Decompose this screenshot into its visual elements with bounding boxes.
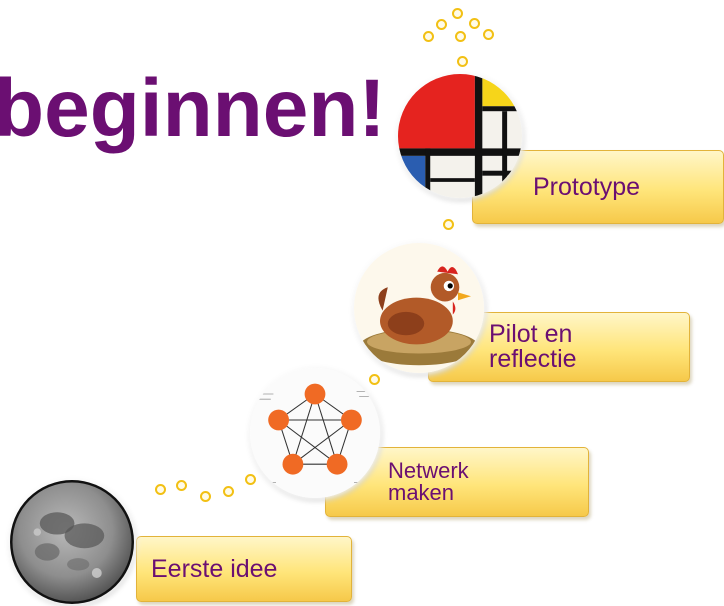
path-dot (155, 484, 166, 495)
stage-label-text: Prototype (533, 172, 641, 201)
path-dot (455, 31, 466, 42)
path-dot (436, 19, 447, 30)
path-dot (200, 491, 211, 502)
mondrian-painting-image (398, 74, 522, 198)
stage-label-eerste-idee: Eerste idee (136, 536, 352, 602)
hen-on-nest-image (354, 243, 484, 373)
stage-label-text: Netwerk maken (388, 458, 469, 505)
path-dot (443, 219, 454, 230)
path-dot (452, 8, 463, 19)
path-dot (223, 486, 234, 497)
moon-image (10, 480, 134, 604)
stage-label-text: Pilot en reflectie (489, 320, 577, 373)
slide-title: beginnen! (0, 63, 386, 154)
path-dot (245, 474, 256, 485)
stage-label-text: Eerste idee (151, 554, 278, 583)
path-dot (423, 31, 434, 42)
path-dot (469, 18, 480, 29)
path-dot (369, 374, 380, 385)
path-dot (483, 29, 494, 40)
network-diagram-image (250, 368, 380, 498)
path-dot (176, 480, 187, 491)
path-dot (457, 56, 468, 67)
